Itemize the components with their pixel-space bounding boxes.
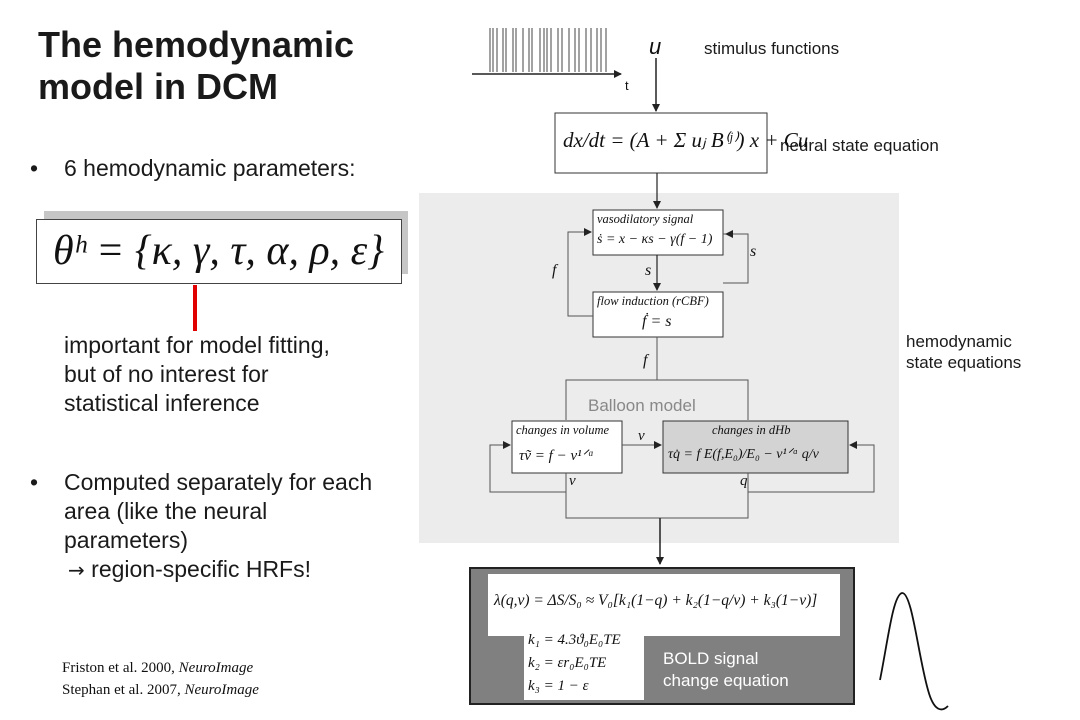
title-line-1: The hemodynamic xyxy=(38,24,355,65)
stimulus-bars xyxy=(489,28,607,72)
note-line-3: statistical inference xyxy=(64,390,260,416)
bullet2-line-2: area (like the neural xyxy=(64,498,268,524)
page-title: The hemodynamic model in DCM xyxy=(38,24,354,108)
vasodilatory-equation: ṡ = x − κs − γ(f − 1) xyxy=(597,232,713,247)
hemodynamic-label: hemodynamic state equations xyxy=(906,331,1021,373)
v-feedback-loop xyxy=(489,441,567,493)
bullet-dot: • xyxy=(30,155,39,181)
note-line-1: important for model fitting, xyxy=(64,332,330,358)
balloon-model-label: Balloon model xyxy=(588,396,696,415)
bold-lambda-equation: λ(q,v) = ΔS/S₀ ≈ V₀[k₁(1−q) + k₂(1−q/v) … xyxy=(494,592,818,609)
wire-label-s-right: s xyxy=(750,243,757,260)
f-split-wire xyxy=(565,379,749,420)
dhb-box xyxy=(662,420,849,474)
neural-equation-box xyxy=(554,112,768,174)
citation-stephan: Stephan et al. 2007, NeuroImage xyxy=(62,681,259,700)
f-feedback-loop xyxy=(567,228,593,317)
vasodilatory-box xyxy=(592,209,724,256)
wire-label-v-top: v xyxy=(638,428,645,444)
bullet-dot: • xyxy=(30,469,39,495)
dhb-equation: τq̇ = f E(f,E₀)/E₀ − v¹ᐟᵅ q/v xyxy=(668,447,819,462)
bold-label-line-2: change equation xyxy=(663,671,789,690)
flow-title: flow induction (rCBF) xyxy=(597,294,709,308)
bold-k3-equation: k₃ = 1 − ε xyxy=(528,678,589,694)
stimulus-functions-label: stimulus functions xyxy=(704,39,840,58)
citation-stephan-authors: Stephan et al. 2007, xyxy=(62,682,185,698)
note-line-2: but of no interest for xyxy=(64,361,269,387)
wire-label-s-mid: s xyxy=(645,262,652,279)
citation-friston-authors: Friston et al. 2000, xyxy=(62,660,179,676)
bold-k1-equation: k₁ = 4.3ϑ₀E₀TE xyxy=(528,632,621,648)
bullet2-line-4: → region-specific HRFs! xyxy=(64,555,430,585)
bullet-computed-separately: • Computed separately for each area (lik… xyxy=(30,468,430,585)
hemodynamic-label-line-2: state equations xyxy=(906,353,1022,372)
citation-friston: Friston et al. 2000, NeuroImage xyxy=(62,659,253,678)
bold-k2-equation: k₂ = εr₀E₀TE xyxy=(528,655,607,671)
bullet2-line-1: Computed separately for each xyxy=(64,469,373,495)
bold-k-box xyxy=(524,624,644,700)
bullet2-conclusion: region-specific HRFs! xyxy=(91,556,311,582)
wire-label-f-mid: f xyxy=(643,352,648,369)
dhb-title: changes in dHb xyxy=(712,423,791,437)
neural-state-label: neural state equation xyxy=(780,136,939,155)
vasodilatory-title: vasodilatory signal xyxy=(597,212,694,226)
theta-equation: θʰ = {κ, γ, τ, α, ρ, ε} xyxy=(53,228,384,274)
bullet2-line-3: parameters) xyxy=(64,527,188,553)
flow-equation: ḟ = s xyxy=(642,313,672,330)
right-arrow-icon: → xyxy=(68,558,85,582)
bullet-hemodynamic-parameters: • 6 hemodynamic parameters: xyxy=(30,154,430,183)
volume-box xyxy=(511,420,623,474)
flow-induction-box xyxy=(592,291,724,338)
note-model-fitting: important for model fitting, but of no i… xyxy=(64,331,404,418)
wire-label-f-left: f xyxy=(552,262,557,279)
q-feedback-loop xyxy=(747,441,875,493)
bold-label-line-1: BOLD signal xyxy=(663,649,759,668)
input-u-label: u xyxy=(649,34,662,59)
title-line-2: model in DCM xyxy=(38,66,278,107)
vq-merge-wire xyxy=(565,492,749,519)
volume-title: changes in volume xyxy=(516,423,610,437)
citation-friston-journal: NeuroImage xyxy=(178,660,254,676)
theta-equation-box: θʰ = {κ, γ, τ, α, ρ, ε} xyxy=(36,219,402,284)
hrf-curve xyxy=(879,592,949,711)
citation-stephan-journal: NeuroImage xyxy=(184,682,259,698)
wire-label-v-bottom: v xyxy=(569,473,576,489)
wire-label-q-bottom: q xyxy=(740,473,748,489)
neural-equation: dx/dt = (A + Σ uⱼ B⁽ʲ⁾) x + Cu xyxy=(563,128,809,152)
time-label: t xyxy=(625,78,629,93)
hemodynamic-label-line-1: hemodynamic xyxy=(906,332,1012,351)
bold-label: BOLD signal change equation xyxy=(663,648,789,692)
bullet-text: 6 hemodynamic parameters: xyxy=(64,155,356,181)
red-arrow xyxy=(193,285,197,331)
volume-equation: τṽ = f − v¹ᐟᵅ xyxy=(519,448,594,464)
